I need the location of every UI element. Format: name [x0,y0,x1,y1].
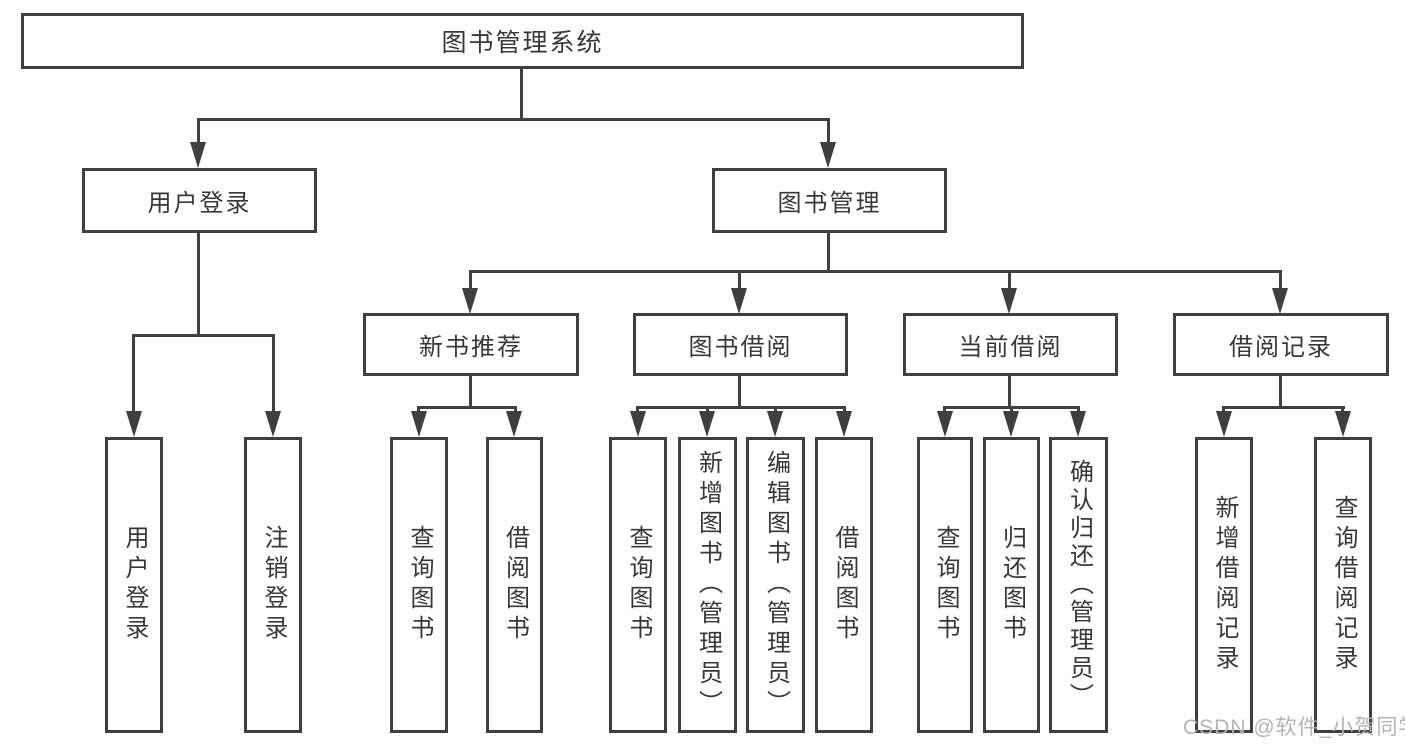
connector-line [417,406,517,409]
leaf-borrow-books-newrec: 借阅图书 [486,437,543,733]
arrowhead-down-icon [462,288,478,314]
arrowhead-down-icon [411,411,427,437]
node-book-management: 图书管理 [712,168,947,233]
arrowhead-down-icon [1335,411,1351,437]
arrowhead-down-icon [506,411,522,437]
node-new-book-recommendation: 新书推荐 [363,313,579,376]
connector-line [738,270,741,290]
leaf-label: 查询图书 [932,525,959,645]
leaf-query-books-borrowing: 查询图书 [609,437,667,733]
connector-line [1008,270,1011,290]
connector-line [520,66,523,120]
leaf-user-login: 用户登录 [105,437,163,733]
leaf-edit-books-admin: 编辑图书（管理员） [746,437,805,733]
arrowhead-down-icon [126,411,142,437]
node-user-login: 用户登录 [82,168,317,233]
leaf-label: 归还图书 [998,525,1026,645]
leaf-logout: 注销登录 [244,437,302,733]
leaf-label: 用户登录 [121,525,148,645]
connector-line [469,270,1282,273]
arrowhead-down-icon [836,411,852,437]
leaf-add-borrow-record: 新增借阅记录 [1195,437,1253,733]
arrowhead-down-icon [767,411,783,437]
node-root-library-system: 图书管理系统 [21,13,1024,69]
connector-line [197,233,200,337]
leaf-borrow-books-borrowing: 借阅图书 [815,437,873,733]
connector-line [469,376,472,408]
connector-line [636,406,846,409]
leaf-label: 借阅图书 [831,525,858,645]
leaf-query-books-newrec: 查询图书 [390,437,448,733]
node-borrowing-records: 借阅记录 [1173,313,1389,376]
arrowhead-down-icon [630,411,646,437]
leaf-label: 查询图书 [406,525,433,645]
connector-line [1279,376,1282,408]
csdn-watermark: CSDN @软件_小贺同学 [1183,716,1405,739]
leaf-query-borrow-record: 查询借阅记录 [1314,437,1372,733]
connector-line [272,334,275,413]
leaf-label: 注销登录 [260,525,287,645]
leaf-query-books-current: 查询图书 [917,437,973,733]
leaf-label: 新增图书（管理员） [694,450,722,720]
arrowhead-down-icon [731,288,747,314]
node-book-borrowing: 图书借阅 [633,313,848,376]
leaf-return-books: 归还图书 [983,437,1040,733]
leaf-label: 新增借阅记录 [1211,495,1238,675]
connector-line [738,376,741,408]
connector-line [197,118,200,146]
connector-line [827,118,830,146]
leaf-label: 确认归还（管理员） [1065,459,1093,711]
connector-line [132,334,275,337]
arrowhead-down-icon [699,411,715,437]
node-current-borrowing: 当前借阅 [903,313,1118,376]
arrowhead-down-icon [1070,411,1086,437]
arrowhead-down-icon [190,142,206,168]
leaf-label: 编辑图书（管理员） [762,450,790,720]
connector-line [469,270,472,290]
connector-line [197,118,830,121]
arrowhead-down-icon [937,411,953,437]
arrowhead-down-icon [265,411,281,437]
connector-line [827,233,830,272]
connector-line [1008,376,1011,408]
connector-line [1222,406,1345,409]
leaf-label: 查询图书 [625,525,652,645]
connector-line [1279,270,1282,290]
arrowhead-down-icon [1216,411,1232,437]
leaf-confirm-return-admin: 确认归还（管理员） [1049,437,1108,733]
connector-line [132,334,135,413]
arrowhead-down-icon [820,142,836,168]
arrowhead-down-icon [1003,411,1019,437]
leaf-label: 查询借阅记录 [1330,495,1357,675]
leaf-add-books-admin: 新增图书（管理员） [678,437,737,733]
arrowhead-down-icon [1001,288,1017,314]
arrowhead-down-icon [1272,288,1288,314]
leaf-label: 借阅图书 [501,525,529,645]
